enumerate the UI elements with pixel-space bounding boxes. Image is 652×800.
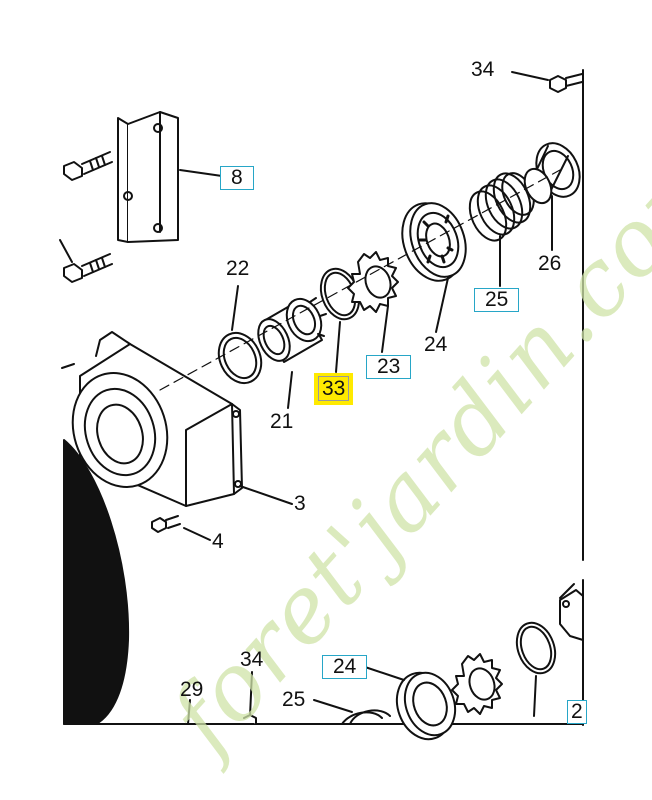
- watermark: foret'jardin.com: [150, 120, 652, 772]
- bearing-housing-part-3: [61, 331, 243, 507]
- label-26: 26: [538, 252, 562, 275]
- bearing-lower: [355, 663, 457, 741]
- label-29: 29: [180, 678, 204, 701]
- bolt-lower: [63, 253, 113, 283]
- label-4: 4: [212, 530, 224, 553]
- bearing-part-24-top: [401, 202, 467, 282]
- ring-nut-part-21: [257, 297, 327, 363]
- pulley-disc: [63, 439, 130, 725]
- o-ring-part-22: [217, 331, 263, 385]
- label-23: 23: [366, 355, 412, 379]
- spring-lower: [313, 699, 391, 725]
- shaft-axis: [159, 169, 561, 391]
- label-33: 33: [318, 376, 350, 401]
- label-24-bottom: 24: [322, 655, 368, 679]
- label-33-highlighted: 33: [314, 373, 354, 405]
- screw-part-4: [151, 515, 211, 541]
- label-2-partial: 2: [567, 700, 587, 724]
- label-8: 8: [220, 166, 254, 190]
- label-25-top: 25: [474, 288, 520, 312]
- nut-part-34-top: [511, 71, 583, 93]
- label-22: 22: [226, 257, 250, 280]
- label-34-top: 34: [471, 58, 495, 81]
- bracket-part-8: [117, 111, 179, 243]
- lock-washer-lower: [451, 653, 503, 715]
- lock-washer-part-23: [347, 251, 399, 313]
- label-21: 21: [270, 410, 294, 433]
- label-34-bottom: 34: [240, 648, 264, 671]
- housing-lower-right: [559, 589, 584, 641]
- label-25-bottom: 25: [282, 688, 306, 711]
- label-24-top: 24: [424, 333, 448, 356]
- bushing-part-26: [523, 142, 581, 205]
- label-3: 3: [294, 492, 306, 515]
- ring-lower: [515, 621, 557, 717]
- bolt-upper: [63, 151, 113, 181]
